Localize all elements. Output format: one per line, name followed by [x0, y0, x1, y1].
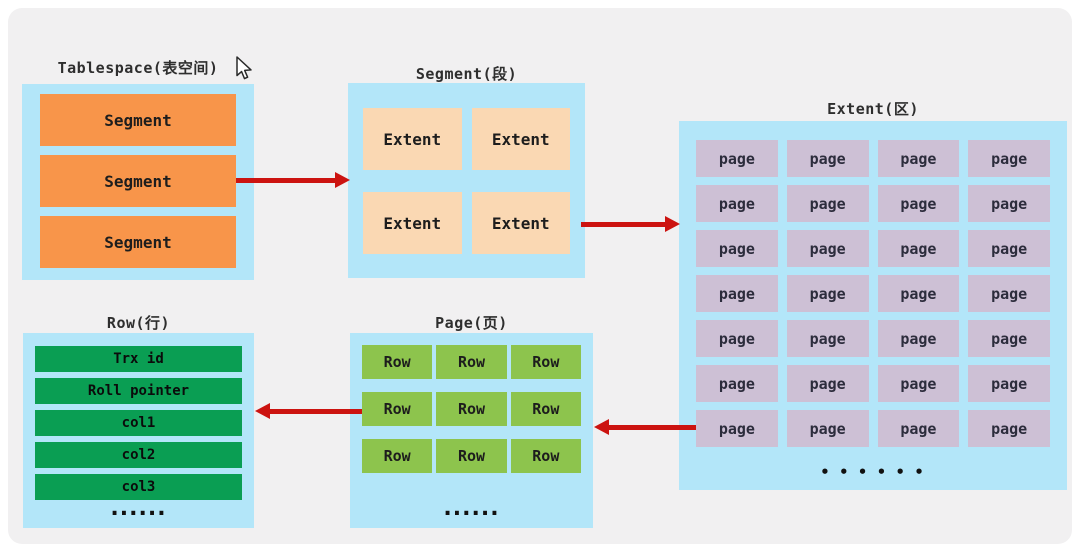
- row-box: Row: [510, 392, 581, 426]
- row-container: Trx id Roll pointer col1 col2 col3......: [23, 333, 254, 528]
- row-box: Row: [510, 439, 581, 473]
- arrow-shaft: [236, 178, 337, 183]
- extent-box: Extent: [471, 108, 570, 170]
- segment-box: Segment: [40, 94, 236, 146]
- row-box: Row: [362, 439, 433, 473]
- arrow-tablespace-to-segment: [236, 172, 350, 188]
- arrow-extent-to-page: [594, 419, 696, 435]
- page-box: page: [877, 320, 960, 357]
- arrow-head-icon: [594, 419, 609, 435]
- segment-box: Segment: [40, 216, 236, 268]
- page-box: page: [786, 185, 869, 222]
- page-box: page: [696, 140, 778, 177]
- segment-title: Segment(段): [415, 65, 518, 83]
- arrow-page-to-row: [255, 403, 362, 419]
- row-field-box: col2: [35, 442, 242, 468]
- row-box: Row: [436, 439, 507, 473]
- page-box: page: [877, 230, 960, 267]
- page-title: Page(页): [435, 314, 508, 332]
- page-box: page: [786, 230, 869, 267]
- page-box: page: [696, 410, 778, 447]
- page-box: page: [877, 410, 960, 447]
- row-title: Row(行): [106, 314, 171, 332]
- page-box: page: [786, 140, 869, 177]
- page-box: page: [696, 230, 778, 267]
- page-box: page: [877, 185, 960, 222]
- page-box: page: [968, 410, 1050, 447]
- page-box: page: [786, 320, 869, 357]
- row-ellipsis: ......: [110, 496, 167, 521]
- page-box: page: [877, 275, 960, 312]
- mouse-cursor-icon: [236, 56, 252, 80]
- row-box: Row: [510, 345, 581, 379]
- arrow-shaft: [607, 425, 696, 430]
- extent-box: Extent: [363, 108, 462, 170]
- segment-box: Segment: [40, 155, 236, 207]
- arrow-shaft: [581, 222, 667, 227]
- page-box: page: [696, 275, 778, 312]
- page-box: page: [877, 365, 960, 402]
- page-box: page: [968, 230, 1050, 267]
- page-box: page: [786, 275, 869, 312]
- extent-title: Extent(区): [827, 100, 919, 118]
- page-box: page: [968, 185, 1050, 222]
- tablespace-title: Tablespace(表空间): [57, 59, 219, 77]
- arrow-segment-to-extent: [581, 216, 680, 232]
- row-box: Row: [362, 345, 433, 379]
- page-box: page: [696, 365, 778, 402]
- page-box: page: [696, 185, 778, 222]
- row-field-box: col1: [35, 410, 242, 436]
- page-box: page: [968, 140, 1050, 177]
- arrow-head-icon: [335, 172, 350, 188]
- page-box: page: [696, 320, 778, 357]
- arrow-shaft: [268, 409, 362, 414]
- row-field-box: col3: [35, 474, 242, 500]
- page-box: page: [786, 365, 869, 402]
- page-box: page: [968, 275, 1050, 312]
- page-box: page: [968, 320, 1050, 357]
- row-box: Row: [436, 392, 507, 426]
- extent-ellipsis: • • • • • •: [820, 463, 926, 481]
- extent-box: Extent: [471, 192, 570, 254]
- page-box: page: [968, 365, 1050, 402]
- page-ellipsis: ......: [443, 496, 500, 521]
- row-box: Row: [362, 392, 433, 426]
- arrow-head-icon: [255, 403, 270, 419]
- row-field-box: Roll pointer: [35, 378, 242, 404]
- row-field-box: Trx id: [35, 346, 242, 372]
- page-box: page: [786, 410, 869, 447]
- row-box: Row: [436, 345, 507, 379]
- page-box: page: [877, 140, 960, 177]
- extent-box: Extent: [363, 192, 462, 254]
- arrow-head-icon: [665, 216, 680, 232]
